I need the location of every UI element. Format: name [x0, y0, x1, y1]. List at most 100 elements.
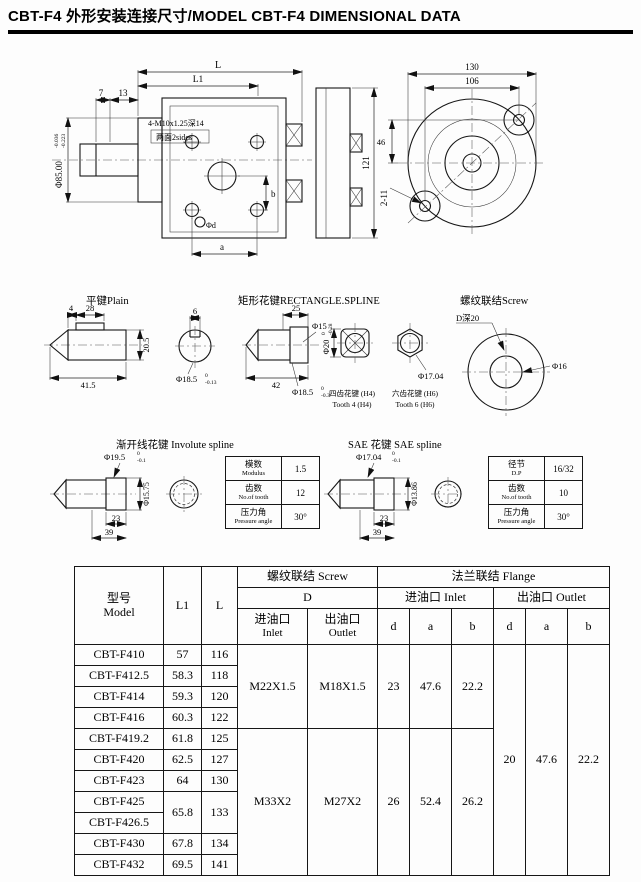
header-b: b: [566, 608, 611, 645]
main-drawing: L L1 7 13 Φ85.00 -0.036 -0.223 4-M10x1.2…: [52, 60, 546, 257]
l1-cell: 59.3: [163, 686, 202, 708]
dim-label-L: L: [215, 60, 221, 71]
shaft-dia-label: Φ18.5: [292, 387, 313, 397]
flange-inlet-a-cell: 47.6: [409, 644, 452, 729]
four-tooth-label-en: Tooth 4 (H4): [332, 400, 372, 409]
screw-connection-section: 螺纹联结Screw D深20 Φ16: [456, 294, 567, 416]
model-cell: CBT-F412.5: [74, 665, 164, 687]
pump-front-view: [398, 89, 546, 237]
l-cell: 127: [201, 749, 238, 771]
tolerance-upper: 0: [205, 373, 208, 379]
l-cell: 125: [201, 728, 238, 750]
tolerance-upper: -0.036: [54, 134, 60, 148]
l-cell: 141: [201, 854, 238, 876]
dim-label-7: 7: [99, 88, 104, 98]
model-cell: CBT-F430: [74, 833, 164, 855]
param-value: 16/32: [544, 456, 583, 481]
l1-cell: 60.3: [163, 707, 202, 729]
front-view-dimensions: 130 106 46: [377, 62, 537, 200]
l1-cell: 61.8: [163, 728, 202, 750]
header-screw-group: 螺纹联结 Screw: [237, 566, 378, 588]
screw-inlet-cell: M33X2: [237, 728, 308, 876]
major-dia-label: Φ19.5: [104, 452, 125, 462]
l-cell: 118: [201, 665, 238, 687]
dim-label-46: 46: [377, 137, 386, 147]
screw-title: 螺纹联结Screw: [460, 294, 529, 307]
l-cell: 134: [201, 833, 238, 855]
flange-outlet-a-cell: 47.6: [525, 644, 568, 876]
tolerance-lower: -0.1: [137, 458, 146, 464]
minor-dia-label: Φ15: [312, 321, 327, 331]
table-row: CBT-F432 69.5 141: [74, 854, 610, 876]
dim-label-23: 23: [112, 513, 121, 523]
header-a: a: [525, 608, 568, 645]
table-row: CBT-F412.5 58.3 118: [74, 665, 610, 687]
rectangle-spline-section: 矩形花键RECTANGLE.SPLINE 25 42 Φ15 Φ18.5 0 -…: [238, 294, 444, 409]
flange-inlet-d-cell: 26: [377, 728, 410, 876]
tolerance-lower: -0.28: [328, 323, 334, 335]
table-row: CBT-F416 60.3 122: [74, 707, 610, 729]
dim-label-6: 6: [193, 306, 197, 316]
bolt-note-2: 两面2sides: [156, 133, 192, 142]
pump-side-view: [52, 97, 312, 239]
model-cell: CBT-F410: [74, 644, 164, 666]
screw-outlet-cell: M18X1.5: [307, 644, 378, 729]
l1-cell: 64: [163, 770, 202, 792]
tolerance-upper: 0: [392, 451, 395, 457]
profile-dimensions: 121 2-11: [352, 87, 422, 239]
rect-spline-title: 矩形花键RECTANGLE.SPLINE: [238, 294, 380, 307]
tolerance-lower: -0.1: [392, 458, 401, 464]
six-tooth-dia-label: Φ17.04: [418, 371, 444, 381]
tolerance-upper: 0: [321, 332, 327, 335]
l-cell: 130: [201, 770, 238, 792]
table-row: CBT-F425 65.8 133: [74, 791, 610, 834]
model-cell: CBT-F423: [74, 770, 164, 792]
l1-cell: 57: [163, 644, 202, 666]
param-value: 30°: [544, 504, 583, 529]
dim-label-flange-dia: Φ85.00: [54, 161, 64, 188]
l1-cell: 62.5: [163, 749, 202, 771]
table-row: CBT-F419.2 61.8 125 M33X2 M27X2 26 52.4 …: [74, 728, 610, 876]
model-cell: CBT-F426.5: [74, 812, 164, 834]
table-row: CBT-F426.5: [74, 812, 610, 834]
dim-label-41-5: 41.5: [81, 380, 96, 390]
bolt-note: 4-M10x1.25深14: [148, 119, 204, 128]
depth-note-label: D深20: [456, 313, 479, 323]
param-value: 30°: [281, 504, 320, 529]
flange-diameter-label: Φ85.00 -0.036 -0.223: [54, 134, 67, 188]
screw-inlet-cell: M22X1.5: [237, 644, 308, 729]
dim-label-4: 4: [69, 303, 74, 313]
dim-label-23: 23: [380, 513, 389, 523]
side-view-dimensions: L L1 7 13 Φ85.00 -0.036 -0.223 4-M10x1.2…: [54, 60, 303, 257]
port-diameter-label: Φd: [206, 221, 216, 230]
param-value: 1.5: [281, 456, 320, 481]
l-cell: 133: [201, 791, 238, 834]
major-dia-label: Φ17.04: [356, 452, 382, 462]
l-cell: 116: [201, 644, 238, 666]
l1-cell: 65.8: [163, 791, 202, 834]
model-cell: CBT-F419.2: [74, 728, 164, 750]
table-row: CBT-F430 67.8 134: [74, 833, 610, 855]
inner-dia-label: Φ16: [552, 361, 567, 371]
table-row: CBT-F414 59.3 120: [74, 686, 610, 708]
dim-label-39: 39: [373, 527, 382, 537]
four-tooth-label-zh: 四齿花键 (H4): [329, 388, 376, 398]
tolerance-lower: -0.3: [321, 393, 330, 399]
flange-inlet-a-cell: 52.4: [409, 728, 452, 876]
l1-cell: 69.5: [163, 854, 202, 876]
six-tooth-label-zh: 六齿花键 (H6): [392, 388, 439, 398]
table-row: CBT-F423 64 130: [74, 770, 610, 792]
flange-outlet-d-cell: 20: [493, 644, 526, 876]
shaft-detail-drawings: 平键Plain 4 28 41.5 20.5: [44, 294, 567, 416]
model-cell: CBT-F425: [74, 791, 164, 813]
major-dia-label-group: Φ20 0 -0.28: [321, 323, 334, 354]
header-d: d: [493, 608, 526, 645]
minor-dia-label: Φ13.86: [410, 482, 419, 506]
tolerance-lower: -0.13: [205, 380, 217, 386]
screw-outlet-cell: M27X2: [307, 728, 378, 876]
